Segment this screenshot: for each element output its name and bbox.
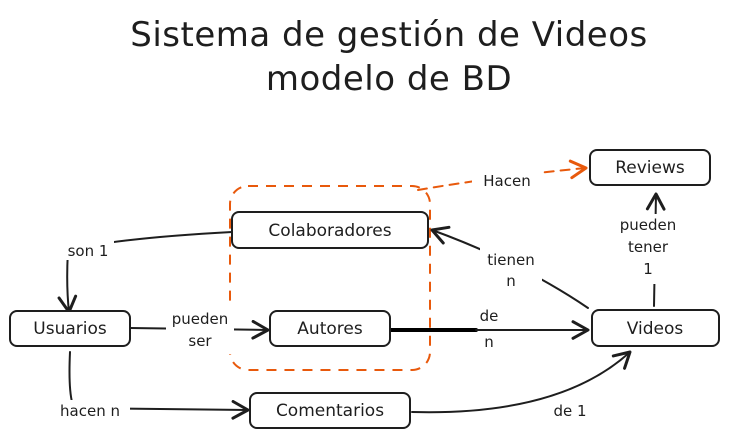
node-usuarios: Usuarios <box>9 310 131 347</box>
node-autores: Autores <box>269 310 391 347</box>
edge-de-1 <box>411 350 632 414</box>
label-pueden-ser-1: pueden <box>172 310 229 328</box>
label-pueden-tener-1: pueden <box>620 216 677 234</box>
label-son: son 1 <box>68 242 109 260</box>
label-pueden-ser-2: ser <box>188 332 212 350</box>
label-pueden-tener-2: tener <box>628 238 669 256</box>
node-colaboradores-label: Colaboradores <box>268 221 391 241</box>
node-comentarios-label: Comentarios <box>276 401 384 421</box>
label-pueden-tener-3: 1 <box>643 260 653 278</box>
node-colaboradores: Colaboradores <box>231 211 429 249</box>
node-comentarios: Comentarios <box>249 392 411 429</box>
label-de-1: de 1 <box>553 402 586 420</box>
label-tienen-n: n <box>506 272 516 290</box>
node-videos: Videos <box>591 309 720 347</box>
colaboradores-autores-group <box>229 185 431 371</box>
title-line-2: modelo de BD <box>266 59 512 99</box>
node-videos-label: Videos <box>627 319 684 339</box>
node-reviews: Reviews <box>589 149 711 186</box>
node-usuarios-label: Usuarios <box>33 319 107 339</box>
label-tienen: tienen <box>487 251 535 269</box>
label-de-n: n <box>484 333 494 351</box>
title-line-1: Sistema de gestión de Videos <box>130 15 648 55</box>
label-de: de <box>480 307 499 325</box>
label-hacen-reviews: Hacen <box>483 172 530 190</box>
node-autores-label: Autores <box>297 319 363 339</box>
node-reviews-label: Reviews <box>615 158 685 178</box>
label-hacen-n: hacen n <box>60 402 120 420</box>
